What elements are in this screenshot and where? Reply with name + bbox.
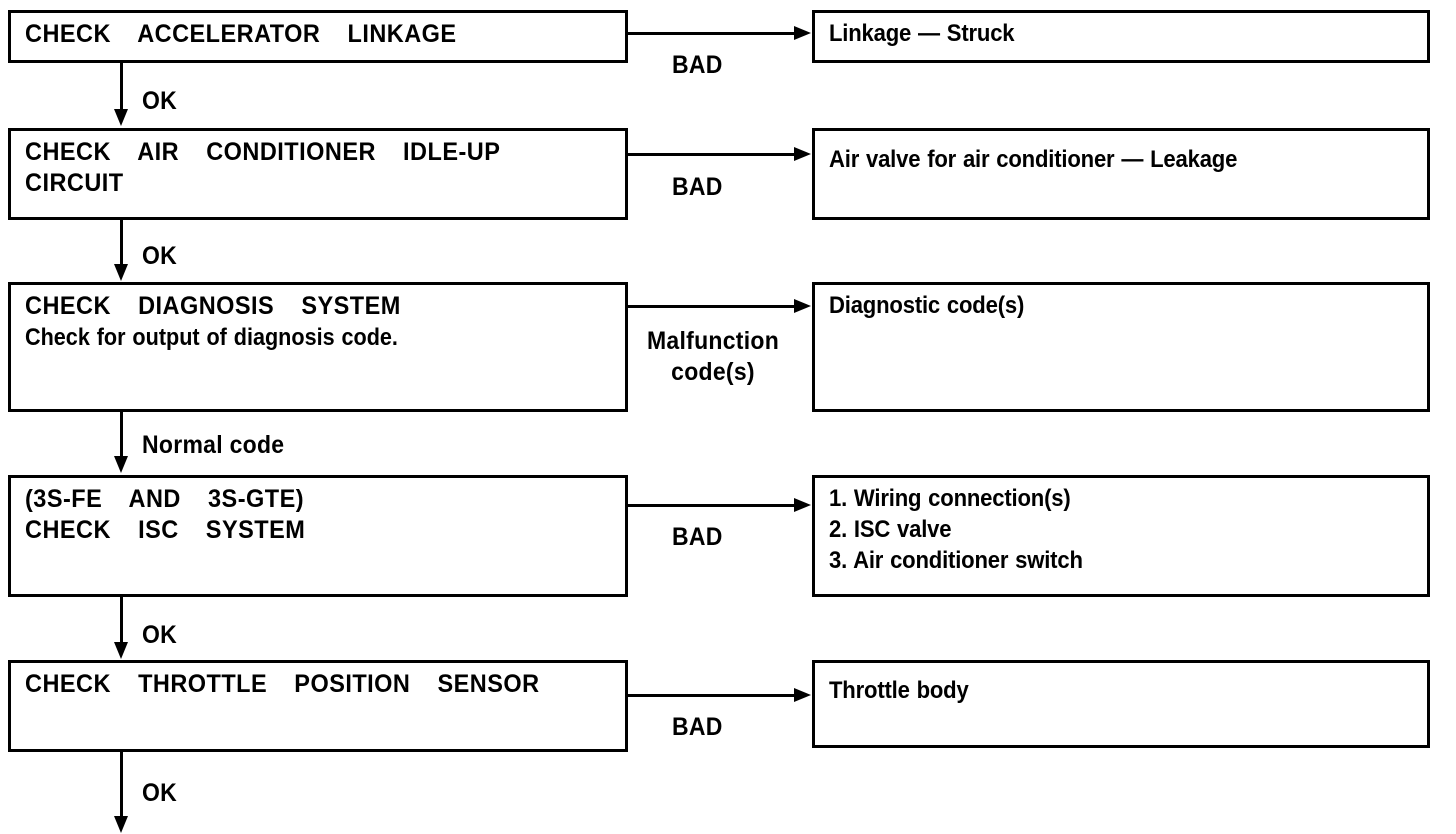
result-box-air-valve-leakage[interactable]: Air valve for air conditioner — Leakage (812, 128, 1430, 220)
result-box-throttle-body[interactable]: Throttle body (812, 660, 1430, 748)
check-box-diagnosis-system[interactable]: CHECK DIAGNOSIS SYSTEM Check for output … (8, 282, 628, 412)
result-box-throttle-body-text: Throttle body (829, 675, 1419, 706)
check-box-accelerator-linkage[interactable]: CHECK ACCELERATOR LINKAGE (8, 10, 628, 63)
flow-arrowhead-2-3 (114, 264, 128, 281)
result-box-diagnostic-codes[interactable]: Diagnostic code(s) (812, 282, 1430, 412)
branch-arrowhead-5 (794, 688, 811, 702)
flow-label-ok-2: OK (142, 242, 178, 270)
result-line-1-1: Linkage — Struck (829, 20, 1015, 47)
branch-label-5: BAD (672, 713, 723, 741)
flow-arrowhead-3-4 (114, 456, 128, 473)
result-box-isc-causes-text: 1. Wiring connection(s) 2. ISC valve 3. … (829, 483, 1419, 576)
branch-label-4: BAD (672, 523, 723, 551)
check-subtitle-diagnosis-system: Check for output of diagnosis code. (25, 324, 398, 351)
branch-arrowhead-4 (794, 498, 811, 512)
flow-line-1-2 (120, 63, 123, 111)
flow-line-3-4 (120, 412, 123, 458)
check-title-air-conditioner-idle-up: CHECK AIR CONDITIONER IDLE-UP (25, 138, 501, 166)
result-box-isc-causes[interactable]: 1. Wiring connection(s) 2. ISC valve 3. … (812, 475, 1430, 597)
flow-arrowhead-1-2 (114, 109, 128, 126)
flow-line-4-5 (120, 597, 123, 644)
branch-label-1: BAD (672, 51, 723, 79)
branch-line-1 (628, 32, 796, 35)
check-title-accelerator-linkage: CHECK ACCELERATOR LINKAGE (25, 20, 457, 48)
branch-line-2 (628, 153, 796, 156)
check-box-throttle-position-sensor[interactable]: CHECK THROTTLE POSITION SENSOR (8, 660, 628, 752)
result-box-linkage-struck-text: Linkage — Struck (829, 18, 1419, 49)
flow-arrowhead-4-5 (114, 642, 128, 659)
flow-arrowhead-5-next (114, 816, 128, 833)
check-box-accelerator-linkage-text: CHECK ACCELERATOR LINKAGE (25, 19, 617, 50)
check-box-isc-system[interactable]: (3S-FE AND 3S-GTE) CHECK ISC SYSTEM (8, 475, 628, 597)
check-box-isc-system-text: (3S-FE AND 3S-GTE) CHECK ISC SYSTEM (25, 484, 617, 546)
check-title-isc-system: (3S-FE AND 3S-GTE) (25, 485, 305, 513)
flow-label-normal-code: Normal code (142, 431, 285, 459)
flow-line-2-3 (120, 220, 123, 266)
branch-line-4 (628, 504, 796, 507)
check-title-isc-system-line2: CHECK ISC SYSTEM (25, 516, 306, 544)
result-box-air-valve-leakage-text: Air valve for air conditioner — Leakage (829, 144, 1419, 175)
flow-line-5-next (120, 752, 123, 818)
result-line-5-1: Throttle body (829, 677, 969, 704)
result-box-diagnostic-codes-text: Diagnostic code(s) (829, 290, 1419, 321)
result-line-2-1: Air valve for air conditioner — Leakage (829, 146, 1238, 173)
result-line-4-3: 3. Air conditioner switch (829, 547, 1083, 574)
result-line-3-1: Diagnostic code(s) (829, 292, 1025, 319)
flow-label-ok-5: OK (142, 779, 178, 807)
result-line-4-2: 2. ISC valve (829, 516, 952, 543)
check-title-air-conditioner-idle-up-line2: CIRCUIT (25, 169, 124, 197)
branch-arrowhead-1 (794, 26, 811, 40)
branch-arrowhead-3 (794, 299, 811, 313)
result-box-linkage-struck[interactable]: Linkage — Struck (812, 10, 1430, 63)
check-title-diagnosis-system: CHECK DIAGNOSIS SYSTEM (25, 292, 401, 320)
branch-label-3-line2: code(s) (671, 358, 755, 386)
check-box-diagnosis-system-text: CHECK DIAGNOSIS SYSTEM Check for output … (25, 291, 617, 353)
flow-label-ok-1: OK (142, 87, 178, 115)
flow-label-ok-4: OK (142, 621, 178, 649)
branch-label-2: BAD (672, 173, 723, 201)
branch-line-5 (628, 694, 796, 697)
check-box-air-conditioner-idle-up[interactable]: CHECK AIR CONDITIONER IDLE-UP CIRCUIT (8, 128, 628, 220)
branch-line-3 (628, 305, 796, 308)
result-line-4-1: 1. Wiring connection(s) (829, 485, 1071, 512)
check-box-throttle-position-sensor-text: CHECK THROTTLE POSITION SENSOR (25, 669, 617, 700)
branch-label-3-line1: Malfunction (646, 327, 780, 355)
branch-arrowhead-2 (794, 147, 811, 161)
check-title-throttle-position-sensor: CHECK THROTTLE POSITION SENSOR (25, 670, 540, 698)
check-box-air-conditioner-idle-up-text: CHECK AIR CONDITIONER IDLE-UP CIRCUIT (25, 137, 617, 199)
